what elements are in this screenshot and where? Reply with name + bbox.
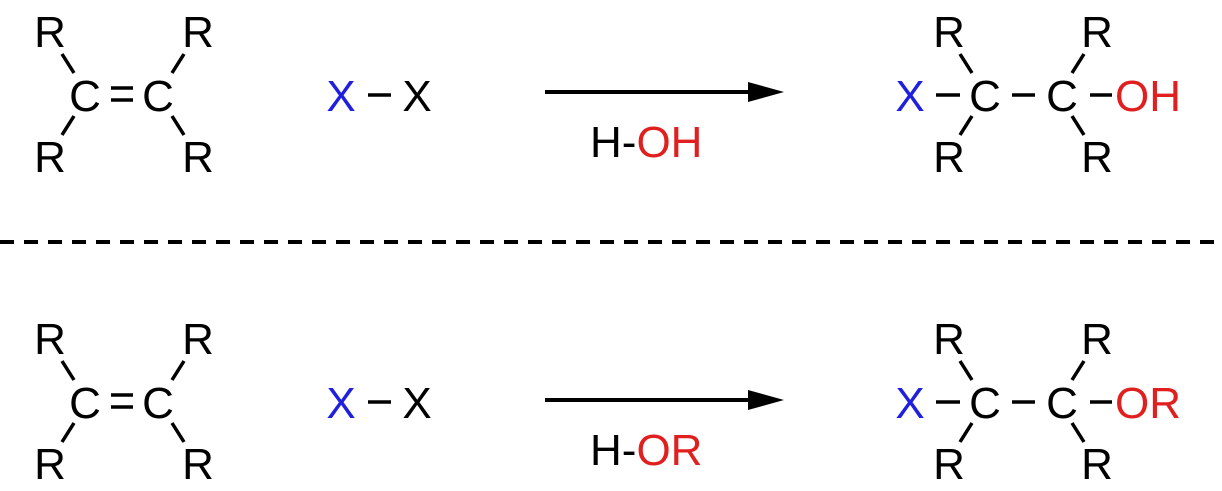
single-bond: [1070, 360, 1086, 381]
single-bond: [60, 360, 76, 381]
single-bond: [1070, 422, 1086, 443]
substituent-r: R: [1081, 8, 1113, 57]
single-bond: [958, 53, 974, 74]
functional-group: OR: [1115, 379, 1181, 428]
halogen-atom: X: [895, 72, 924, 121]
single-bond: [1070, 53, 1086, 74]
arrow-head: [748, 390, 784, 410]
substituent-r: R: [1081, 133, 1113, 182]
substituent-r: R: [1081, 440, 1113, 489]
carbon-atom: C: [142, 379, 174, 428]
substituent-r: R: [182, 133, 214, 182]
reaction-arrow: H-OH: [545, 82, 784, 167]
halogen-reactant: X X: [326, 72, 431, 121]
substituent-r: R: [34, 133, 66, 182]
single-bond: [958, 360, 974, 381]
halogen-atom: X: [895, 379, 924, 428]
carbon-atom: C: [69, 379, 101, 428]
carbon-atom: C: [969, 72, 1001, 121]
substituent-r: R: [34, 315, 66, 364]
halohydrin-product: X C C OH R R R R: [895, 8, 1181, 182]
single-bond: [60, 115, 76, 136]
substituent-r: R: [1081, 315, 1113, 364]
substituent-r: R: [933, 440, 965, 489]
single-bond: [170, 422, 186, 443]
functional-group: OH: [1115, 72, 1181, 121]
reaction-arrow: H-OR: [545, 390, 784, 475]
single-bond: [170, 53, 186, 74]
halogen-atom: X: [402, 379, 431, 428]
arrow-head: [748, 82, 784, 102]
alkene-reactant: R R R R C C: [34, 315, 214, 489]
carbon-atom: C: [142, 72, 174, 121]
substituent-r: R: [182, 440, 214, 489]
alkene-reactant: R R R R C C: [34, 8, 214, 182]
single-bond: [958, 115, 974, 136]
carbon-atom: C: [1046, 379, 1078, 428]
reagent-group: OH: [636, 118, 702, 167]
single-bond: [60, 422, 76, 443]
single-bond: [1070, 115, 1086, 136]
substituent-r: R: [933, 133, 965, 182]
substituent-r: R: [933, 315, 965, 364]
substituent-r: R: [182, 8, 214, 57]
carbon-atom: C: [969, 379, 1001, 428]
ether-product: X C C OR R R R R: [895, 315, 1181, 489]
carbon-atom: C: [69, 72, 101, 121]
halogen-reactant: X X: [326, 379, 431, 428]
single-bond: [958, 422, 974, 443]
reagent-label: H-OH: [590, 118, 702, 167]
halogen-atom: X: [402, 72, 431, 121]
halogen-atom: X: [326, 72, 355, 121]
halogen-atom: X: [326, 379, 355, 428]
single-bond: [170, 115, 186, 136]
single-bond: [60, 53, 76, 74]
reagent-label: H-OR: [590, 426, 702, 475]
reagent-hydrogen: H-: [590, 118, 636, 167]
reagent-group: OR: [636, 426, 702, 475]
single-bond: [170, 360, 186, 381]
reaction-row-2: R R R R C C X X H-OR X C: [34, 315, 1181, 489]
substituent-r: R: [182, 315, 214, 364]
substituent-r: R: [933, 8, 965, 57]
carbon-atom: C: [1046, 72, 1078, 121]
reagent-hydrogen: H-: [590, 426, 636, 475]
substituent-r: R: [34, 440, 66, 489]
substituent-r: R: [34, 8, 66, 57]
reaction-row-1: R R R R C C X X H-OH X C: [34, 8, 1181, 182]
